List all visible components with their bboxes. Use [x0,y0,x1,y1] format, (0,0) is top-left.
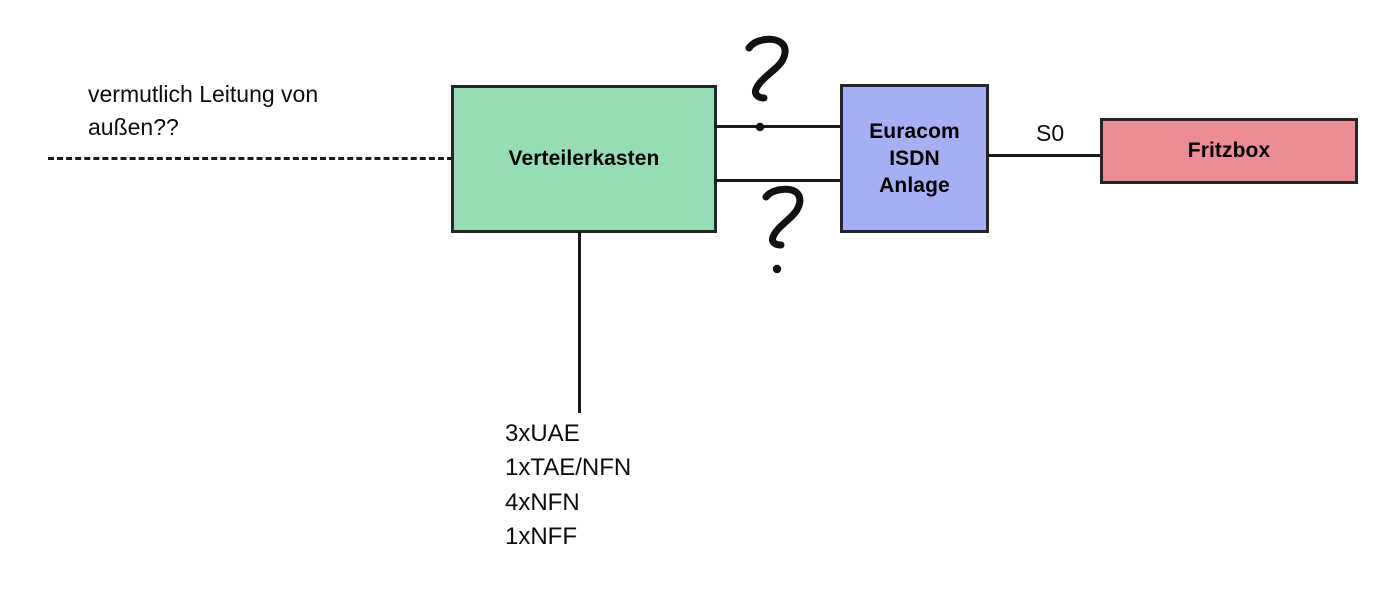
node-fritzbox-label: Fritzbox [1187,139,1271,163]
edge-external-line [48,157,453,160]
node-euracom-label: Euracom ISDN Anlage [869,119,960,198]
node-euracom-isdn-anlage[interactable]: Euracom ISDN Anlage [840,84,989,233]
port-list-item: 1xTAE/NFN [505,454,632,482]
edge-euracom-fritzbox [987,154,1102,157]
port-list: 3xUAE 1xTAE/NFN 4xNFN 1xNFF [505,417,631,554]
edge-label-s0: S0 [1036,120,1065,146]
question-mark-upper-icon [742,32,794,145]
edge-verteilerkasten-euracom-top [714,125,842,128]
edge-verteilerkasten-ports [578,231,581,413]
port-list-item: 3xUAE [505,420,580,447]
node-verteilerkasten[interactable]: Verteilerkasten [451,85,717,233]
edge-verteilerkasten-euracom-bottom [714,179,842,182]
annotation-external-note: vermutlich Leitung von außen?? [88,81,319,140]
port-list-item: 4xNFN [505,488,580,516]
node-fritzbox[interactable]: Fritzbox [1100,118,1358,184]
node-verteilerkasten-label: Verteilerkasten [508,147,660,171]
question-mark-lower-icon [758,183,810,284]
port-list-item: 1xNFF [505,522,577,550]
